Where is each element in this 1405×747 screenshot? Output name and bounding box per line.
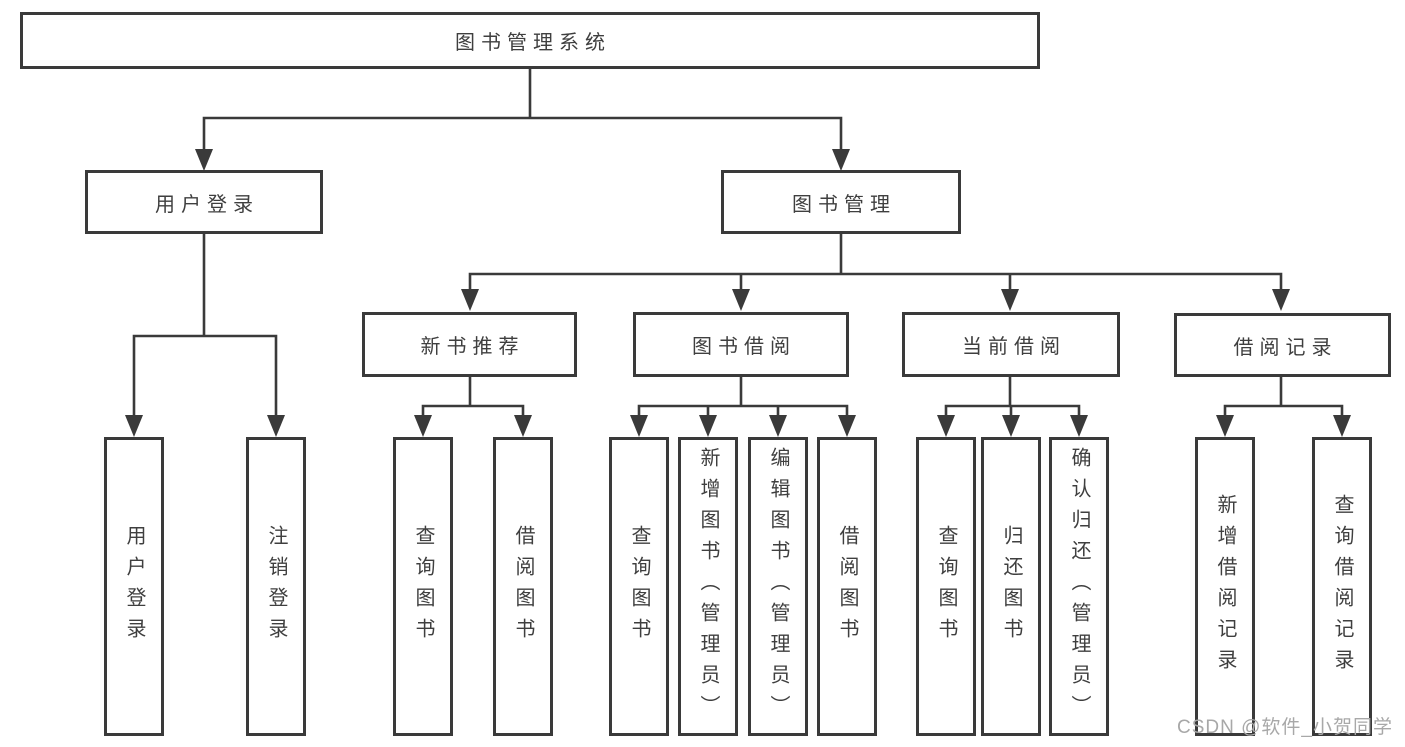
leaf-add-borrow-record: 新增借阅记录 — [1195, 437, 1255, 736]
node-book-borrow: 图书借阅 — [633, 312, 849, 377]
node-new-book-recommend: 新书推荐 — [362, 312, 577, 377]
node-current-borrow-label: 当前借阅 — [962, 336, 1066, 358]
connector-new-book-recommend-to-leaves — [414, 377, 532, 437]
leaf-borrow-book-borrow: 借阅图书 — [817, 437, 877, 736]
connector-current-borrow-to-leaves — [937, 377, 1088, 437]
leaf-query-book-current: 查询图书 — [916, 437, 976, 736]
leaf-return-book: 归还图书 — [981, 437, 1041, 736]
leaf-query-borrow-record: 查询借阅记录 — [1312, 437, 1372, 736]
node-current-borrow: 当前借阅 — [902, 312, 1120, 377]
node-book-borrow-label: 图书借阅 — [692, 336, 796, 358]
leaf-confirm-return-admin: 确认归还（管理员） — [1049, 437, 1109, 736]
csdn-watermark: CSDN @软件_小贺同学 — [1177, 717, 1393, 738]
leaf-confirm-return-admin-label: 确认归还（管理员） — [1068, 447, 1090, 726]
leaf-borrow-book-recommend: 借阅图书 — [493, 437, 553, 736]
node-root-label: 图书管理系统 — [455, 32, 611, 54]
leaf-return-book-label: 归还图书 — [1000, 524, 1022, 649]
leaf-borrow-book-borrow-label: 借阅图书 — [836, 524, 858, 649]
connector-user-login-to-leaves — [125, 234, 285, 437]
leaf-edit-book-admin: 编辑图书（管理员） — [748, 437, 808, 736]
node-borrow-records: 借阅记录 — [1174, 313, 1391, 377]
leaf-add-book-admin-label: 新增图书（管理员） — [697, 447, 719, 726]
node-user-login-label: 用户登录 — [155, 193, 259, 216]
leaf-add-book-admin: 新增图书（管理员） — [678, 437, 738, 736]
leaf-user-login: 用户登录 — [104, 437, 164, 736]
node-new-book-recommend-label: 新书推荐 — [420, 336, 525, 358]
connector-book-borrow-to-leaves — [630, 377, 856, 437]
leaf-user-login-label: 用户登录 — [123, 524, 145, 649]
leaf-logout: 注销登录 — [246, 437, 306, 736]
leaf-query-book-recommend-label: 查询图书 — [412, 524, 434, 649]
leaf-query-book-recommend: 查询图书 — [393, 437, 453, 736]
leaf-query-book-borrow: 查询图书 — [609, 437, 669, 736]
node-borrow-records-label: 借阅记录 — [1233, 336, 1338, 359]
leaf-query-book-current-label: 查询图书 — [935, 524, 957, 649]
node-user-login: 用户登录 — [85, 170, 323, 234]
leaf-borrow-book-recommend-label: 借阅图书 — [512, 524, 534, 649]
connector-book-management-to-level3 — [461, 234, 1290, 311]
node-root: 图书管理系统 — [20, 12, 1040, 69]
leaf-logout-label: 注销登录 — [265, 524, 287, 649]
node-book-management-label: 图书管理 — [792, 193, 896, 216]
leaf-edit-book-admin-label: 编辑图书（管理员） — [767, 447, 789, 726]
leaf-query-book-borrow-label: 查询图书 — [628, 524, 650, 649]
leaf-add-borrow-record-label: 新增借阅记录 — [1214, 493, 1236, 680]
node-book-management: 图书管理 — [721, 170, 961, 234]
leaf-query-borrow-record-label: 查询借阅记录 — [1331, 493, 1353, 680]
connector-borrow-records-to-leaves — [1216, 377, 1351, 437]
connector-root-to-level2 — [195, 69, 850, 171]
